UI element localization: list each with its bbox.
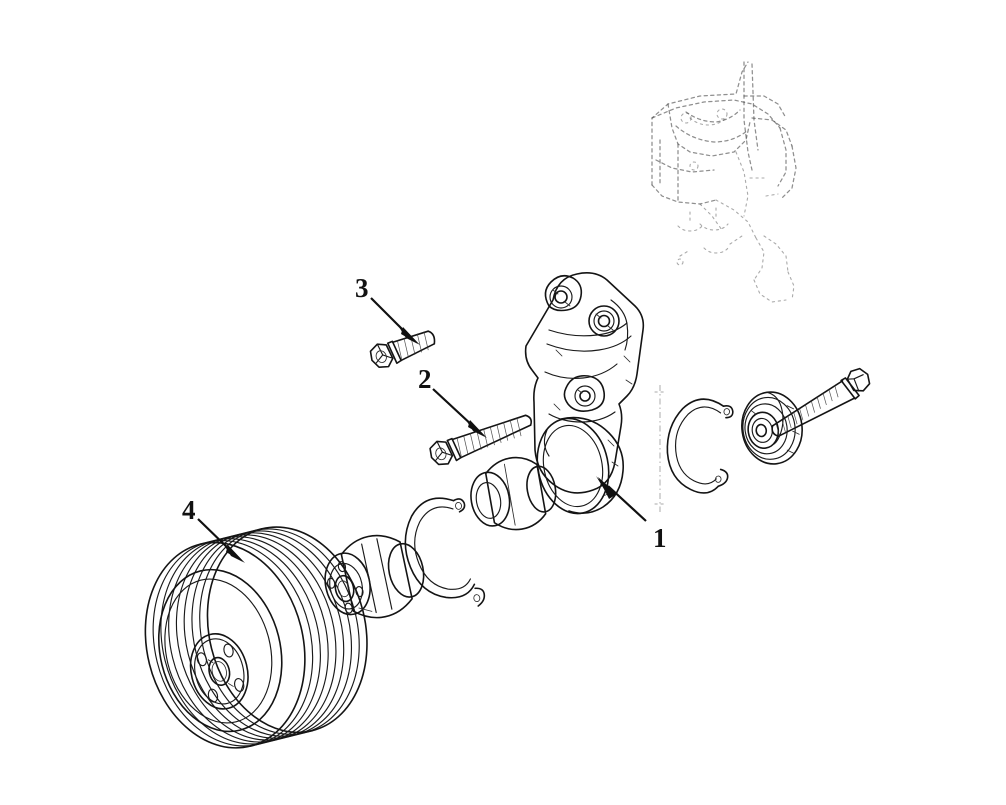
callout-number-1: 1 — [653, 523, 667, 553]
fan-hub — [324, 534, 425, 619]
mounting-bolt-right — [771, 367, 871, 437]
callout-number-3: 3 — [355, 273, 369, 303]
callout-number-4: 4 — [182, 495, 196, 525]
retaining-ring-right — [666, 398, 734, 494]
spacer-sleeve — [470, 456, 557, 531]
ribbed-drive-pulley — [144, 526, 368, 749]
long-cap-screw — [429, 414, 533, 466]
assembly-centerline — [654, 385, 666, 512]
engine-block-ghost — [651, 61, 797, 303]
callout-number-2: 2 — [418, 364, 432, 394]
retaining-ring-left — [404, 497, 486, 607]
support-bracket-housing — [524, 272, 645, 515]
short-cap-screw — [369, 330, 436, 369]
callout-leader-lines — [197, 297, 647, 563]
